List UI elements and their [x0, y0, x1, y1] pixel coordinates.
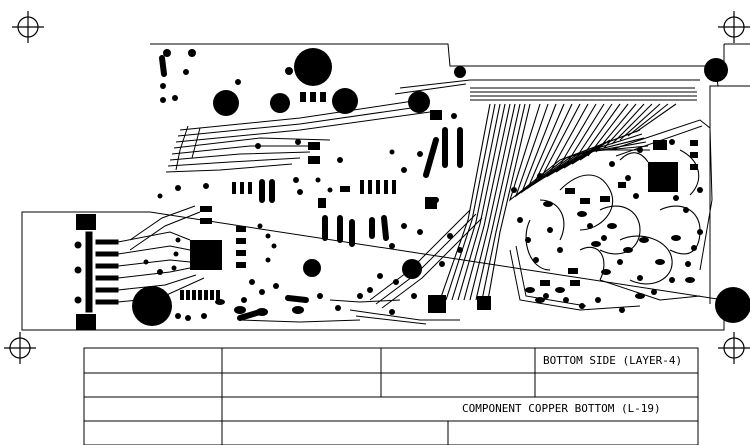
trace-connector [117, 205, 205, 303]
oval-pads [215, 201, 695, 316]
vias [143, 69, 703, 321]
connector-left [74, 231, 119, 313]
board-edge-top-right [723, 43, 750, 66]
large-pads [132, 48, 750, 326]
component-copper-layer-label: COMPONENT COPPER BOTTOM (L-19) [462, 402, 661, 415]
trace-left-long [165, 79, 700, 173]
registration-marks [4, 11, 750, 364]
title-block-grid [83, 347, 699, 445]
thick-traces [159, 55, 463, 321]
trace-right-loops [525, 149, 701, 285]
registration-mark-top-left [12, 11, 44, 43]
registration-mark-bottom-right [718, 332, 750, 364]
registration-mark-top-right [718, 11, 750, 43]
smd-pads [180, 92, 698, 300]
registration-mark-bottom-left [4, 332, 36, 364]
bottom-side-layer-label: BOTTOM SIDE (LAYER-4) [543, 354, 683, 367]
trace-bus [439, 87, 697, 301]
board-cutout-right [709, 85, 750, 304]
ic-packages [76, 110, 678, 330]
